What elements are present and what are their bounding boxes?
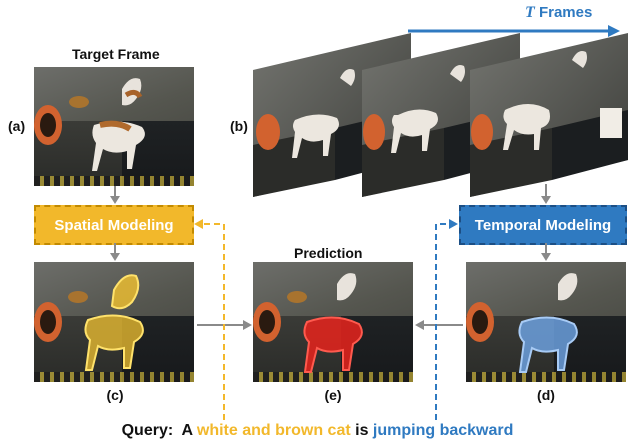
label-c: (c)	[106, 387, 124, 403]
prediction-image	[253, 262, 413, 382]
frames-text: Frames	[538, 4, 593, 21]
label-e: (e)	[324, 387, 342, 403]
query-subject: white and brown cat	[196, 422, 351, 439]
query-action: jumping backward	[372, 422, 514, 439]
temporal-modeling-box: Temporal Modeling	[459, 205, 627, 245]
target-frame-image	[34, 67, 194, 186]
frames-label: T Frames	[525, 4, 592, 22]
label-b: (b)	[230, 118, 248, 134]
query-text: Query: A white and brown cat is jumping …	[0, 422, 635, 440]
spatial-result-image	[34, 262, 194, 382]
target-frame-cats	[34, 78, 145, 171]
temporal-result-image	[466, 262, 626, 382]
spatial-modeling-box: Spatial Modeling	[34, 205, 194, 245]
query-prefix: Query: A	[121, 422, 197, 439]
spatial-modeling-label: Spatial Modeling	[54, 216, 174, 234]
query-middle: is	[350, 422, 373, 439]
t-symbol: T	[525, 4, 535, 21]
prediction-label: Prediction	[294, 245, 363, 261]
label-a: (a)	[8, 118, 26, 134]
target-frame-label: Target Frame	[72, 46, 160, 62]
label-d: (d)	[537, 387, 555, 403]
temporal-modeling-label: Temporal Modeling	[474, 216, 612, 234]
